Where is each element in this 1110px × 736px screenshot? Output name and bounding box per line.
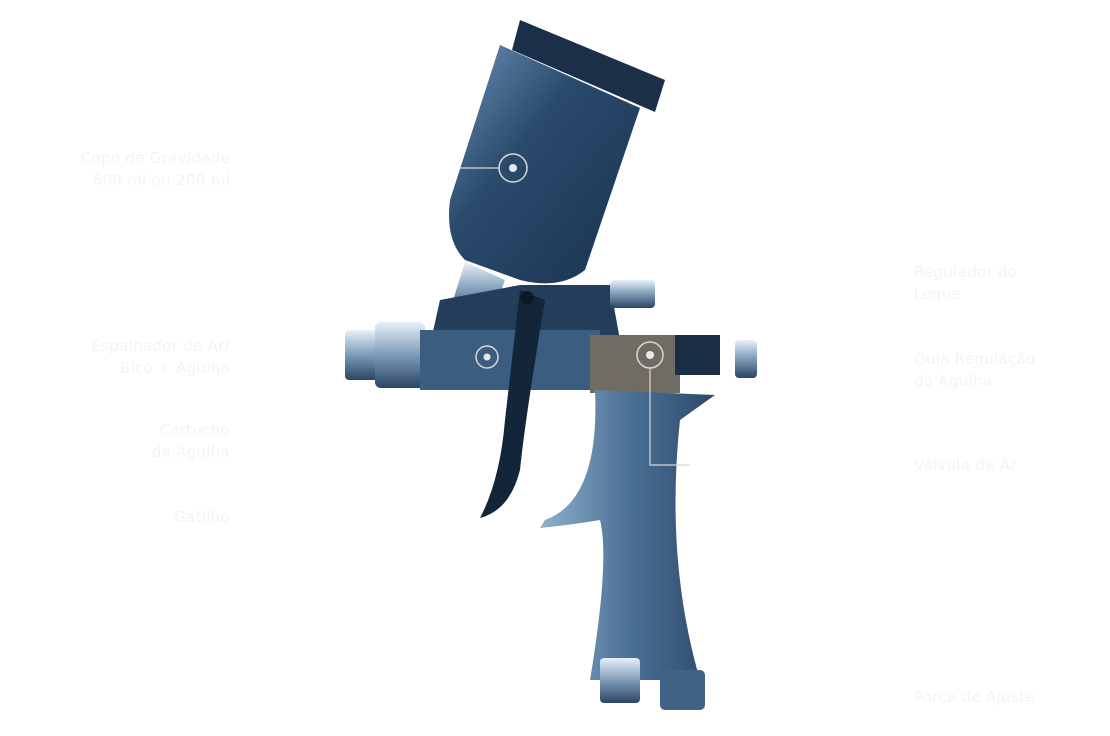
trigger [480,290,545,518]
label-line: Copo de Gravidade [80,149,230,167]
label-line: 600 ml ou 200 ml [92,171,230,189]
label-needle-guide[interactable]: Guia Regulação da Agulha [914,348,1094,392]
label-needle-cartridge[interactable]: Cartucho da Agulha [30,419,230,463]
cup-lid [512,20,665,112]
hotspot-cup[interactable] [460,153,528,183]
label-air-valve[interactable]: Válvula de Ar [914,454,1094,476]
label-air-cap[interactable]: Espalhador de Ar/ Bico + Agulha [30,335,230,379]
label-trigger[interactable]: Gatilho [30,506,230,528]
label-adjust-nut[interactable]: Porca de Ajuste [914,686,1094,708]
gravity-cup [449,45,640,284]
hotspot-air-valve[interactable] [636,341,690,466]
handle [540,390,715,680]
label-line: Regulador do [914,263,1018,281]
label-line: Porca de Ajuste [914,688,1035,706]
label-line: Cartucho [159,421,230,439]
label-line: Gatilho [174,508,230,526]
label-line: da Agulha [914,372,993,390]
hotspot-needle-cartridge[interactable] [475,345,499,369]
label-cup[interactable]: Copo de Gravidade 600 ml ou 200 ml [30,147,230,191]
label-line: Guia Regulação [914,350,1036,368]
label-line: Leque [914,285,962,303]
label-line: Bico + Agulha [119,359,230,377]
label-fan-regulator[interactable]: Regulador do Leque [914,261,1094,305]
label-line: Espalhador de Ar/ [91,337,230,355]
label-line: Válvula de Ar [914,456,1017,474]
label-line: da Agulha [151,443,230,461]
air-valve-cartridge [590,335,680,393]
